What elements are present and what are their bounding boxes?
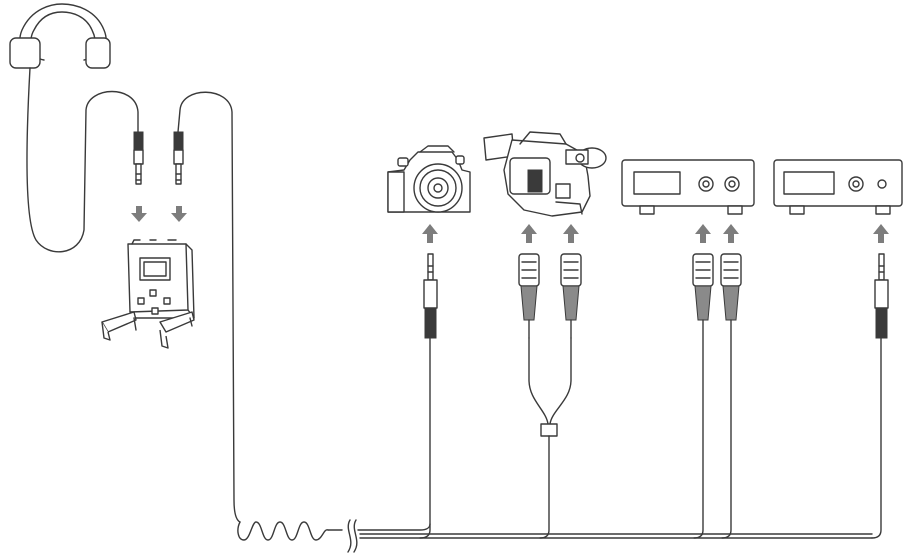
camera-icon — [387, 145, 471, 213]
y-split-junction — [540, 423, 558, 437]
recorder-icon — [773, 159, 903, 215]
trs-plug-icon — [871, 253, 889, 539]
coiled-cable — [237, 519, 358, 553]
cable-bus — [357, 523, 873, 539]
xlr-connector-icon — [720, 253, 742, 539]
trs-plug-icon — [419, 253, 438, 539]
xlr-connector-icon — [560, 253, 582, 339]
camcorder-icon — [483, 131, 607, 217]
xlr-connector-icon — [692, 253, 714, 539]
arrow-up-icon — [521, 224, 537, 243]
headphones-icon — [9, 3, 139, 253]
trs-plug-icon — [173, 131, 184, 185]
y-split-cable — [528, 337, 572, 425]
arrow-up-icon — [695, 224, 711, 243]
receiver-icon — [101, 239, 195, 349]
arrow-up-icon — [873, 224, 889, 243]
cable-left-jack — [177, 91, 241, 523]
arrow-down-icon — [171, 206, 187, 222]
arrow-up-icon — [422, 224, 438, 243]
mixer-icon — [621, 159, 755, 215]
xlr-connector-icon — [518, 253, 540, 339]
trs-plug-icon — [133, 131, 144, 185]
cable-camcorder — [539, 435, 550, 539]
arrow-down-icon — [131, 206, 147, 222]
arrow-up-icon — [563, 224, 579, 243]
arrow-up-icon — [723, 224, 739, 243]
